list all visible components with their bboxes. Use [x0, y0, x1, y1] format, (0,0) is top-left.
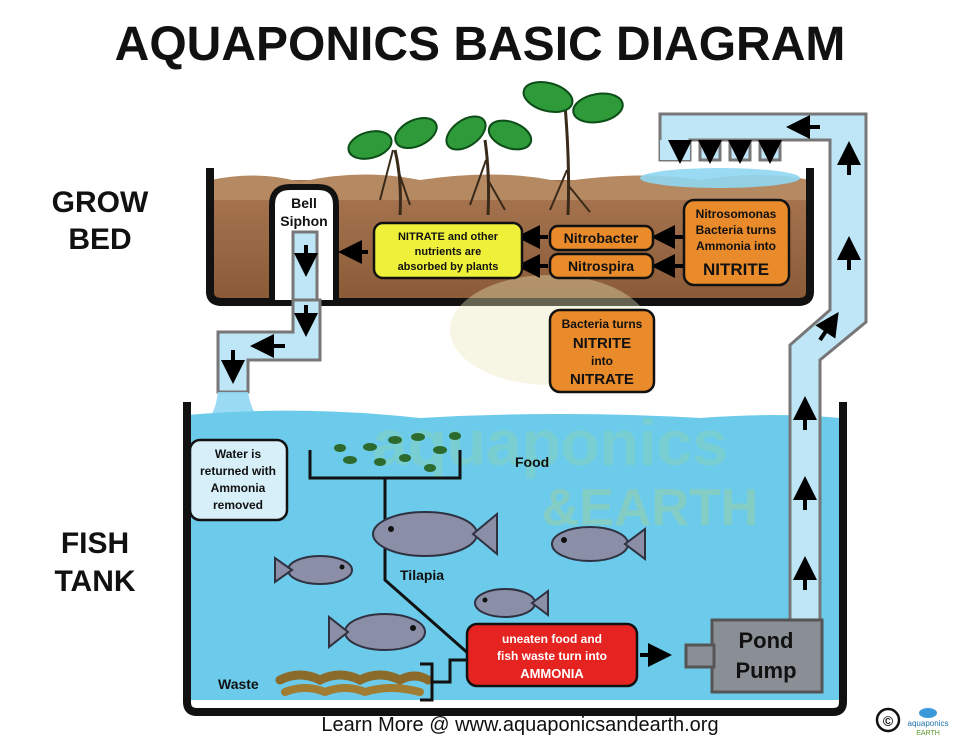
- fish-5: [328, 613, 426, 651]
- nitrate-absorbed-line-2: nutrients are: [415, 246, 482, 258]
- water-returned-line-2: returned with: [200, 464, 276, 478]
- flow-arrows: [221, 115, 861, 667]
- ammonia-line-2: fish waste turn into: [497, 649, 607, 663]
- fish-2: [551, 526, 646, 562]
- grow-bed-label-2: BED: [68, 223, 131, 256]
- nitrosomonas-line-4: NITRITE: [703, 260, 769, 279]
- footer-link[interactable]: Learn More @ www.aquaponicsandearth.org: [321, 714, 718, 736]
- waste-label: Waste: [218, 676, 259, 692]
- nitrobacter-box: Nitrobacter: [548, 224, 655, 252]
- nitrospira-label: Nitrospira: [568, 258, 634, 274]
- nitrate-absorbed-line-1: NITRATE and other: [398, 231, 499, 243]
- fish-4: [474, 588, 549, 618]
- ammonia-line-1: uneaten food and: [502, 632, 602, 646]
- pond-pump: Pond Pump: [684, 618, 824, 694]
- nitrosomonas-line-2: Bacteria turns: [696, 223, 777, 237]
- drain-pipe: [206, 298, 322, 420]
- copyright-symbol: ©: [883, 713, 894, 729]
- tilapia-label: Tilapia: [400, 567, 444, 583]
- nitrite-to-nitrate-box: Bacteria turns NITRITE into NITRATE: [548, 308, 656, 394]
- ammonia-line-3: AMMONIA: [520, 666, 584, 681]
- nitrosomonas-line-3: Ammonia into: [696, 239, 776, 253]
- logo-line-1: aquaponics: [908, 719, 949, 728]
- grow-bed-label-1: GROW: [52, 186, 149, 219]
- ammonia-box: uneaten food and fish waste turn into AM…: [465, 622, 639, 688]
- plant-3: [522, 81, 624, 216]
- nitrite-to-nitrate-line-2: NITRITE: [573, 335, 631, 352]
- plant-1: [347, 116, 438, 216]
- nitrosomonas-box: Nitrosomonas Bacteria turns Ammonia into…: [682, 198, 791, 287]
- plant-2: [445, 115, 533, 216]
- water-returned-line-3: Ammonia: [211, 481, 266, 495]
- water-returned-box: Water is returned with Ammonia removed: [188, 438, 289, 522]
- fish-tank-label-1: FISH: [61, 527, 129, 560]
- nitrospira-box: Nitrospira: [548, 252, 655, 280]
- logo-line-2: EARTH: [916, 730, 940, 737]
- pump-label-2: Pump: [735, 658, 796, 683]
- nitrobacter-label: Nitrobacter: [564, 230, 639, 246]
- nitrite-to-nitrate-line-3: into: [591, 354, 613, 368]
- nitrite-to-nitrate-line-1: Bacteria turns: [562, 317, 643, 331]
- fish-1: [372, 511, 498, 557]
- nitrosomonas-line-1: Nitrosomonas: [696, 207, 777, 221]
- food-label: Food: [515, 454, 549, 470]
- copyright-mark: ©: [875, 707, 901, 733]
- nitrite-to-nitrate-line-4: NITRATE: [570, 371, 634, 388]
- fish-tank-label-2: TANK: [54, 565, 135, 598]
- nitrate-absorbed-line-3: absorbed by plants: [398, 261, 499, 273]
- diagram-title: AQUAPONICS BASIC DIAGRAM: [115, 18, 846, 71]
- water-returned-line-4: removed: [213, 498, 263, 512]
- brand-logo: aquaponics EARTH: [908, 708, 949, 737]
- bell-siphon-label-1: Bell: [291, 195, 317, 211]
- waste-pile: [275, 658, 470, 702]
- bell-siphon-label-2: Siphon: [280, 213, 327, 229]
- water-returned-line-1: Water is: [215, 447, 262, 461]
- food-pellets: [308, 432, 471, 657]
- nitrate-absorbed-box: NITRATE and other nutrients are absorbed…: [372, 221, 524, 280]
- bell-siphon: Bell Siphon: [269, 184, 339, 304]
- fish-3: [274, 555, 353, 585]
- pump-label-1: Pond: [739, 628, 794, 653]
